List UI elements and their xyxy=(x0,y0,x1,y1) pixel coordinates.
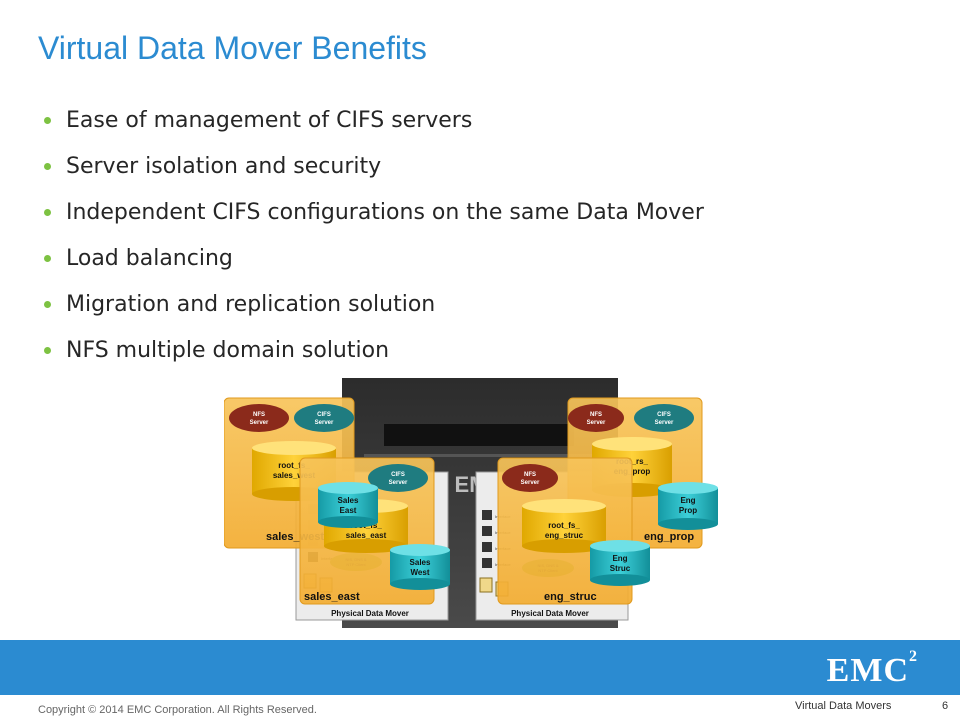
cifs-label: CIFS xyxy=(657,412,671,418)
fs-label: Struc xyxy=(610,564,631,573)
bullet-dot-icon xyxy=(44,163,51,170)
cifs-label: Server xyxy=(655,420,674,426)
bullet-list: Ease of management of CIFS servers Serve… xyxy=(44,104,704,380)
bullet-text: Migration and replication solution xyxy=(66,292,436,317)
physical-dm-label: Physical Data Mover xyxy=(511,609,589,618)
root-fs-label: root_fs_ xyxy=(278,461,310,470)
fs-label: Sales xyxy=(338,496,359,505)
bullet-text: Ease of management of CIFS servers xyxy=(66,108,473,133)
bullet-item: Load balancing xyxy=(44,242,704,288)
cifs-server-oval: CIFS Server xyxy=(294,404,354,432)
bullet-item: Migration and replication solution xyxy=(44,288,704,334)
root-fs-label: root_fs_ xyxy=(548,521,580,530)
cifs-label: CIFS xyxy=(391,472,405,478)
fs-label: Eng xyxy=(680,496,695,505)
fs-label: Prop xyxy=(679,506,697,515)
bullet-item: Independent CIFS configurations on the s… xyxy=(44,196,704,242)
bullet-text: NFS multiple domain solution xyxy=(66,338,390,363)
root-fs-cylinder: root_fs_eng_struc xyxy=(522,499,606,553)
logo-text: EMC xyxy=(826,652,909,689)
bullet-dot-icon xyxy=(44,255,51,262)
cifs-label: Server xyxy=(315,420,334,426)
bullet-text: Independent CIFS configurations on the s… xyxy=(66,200,704,225)
root-fs-label: sales_east xyxy=(346,531,387,540)
nfs-server-oval: NFS Server xyxy=(229,404,289,432)
nfs-label: NFS xyxy=(590,412,602,418)
emc-logo: EMC2 xyxy=(826,648,918,690)
footer-section-label: Virtual Data Movers xyxy=(795,700,892,712)
nfs-label: NFS xyxy=(524,472,536,478)
physical-dm-label: Physical Data Mover xyxy=(331,609,409,618)
nfs-server-oval: NFS Server xyxy=(502,464,558,492)
nfs-server-oval: NFS Server xyxy=(568,404,624,432)
cifs-label: Server xyxy=(389,480,408,486)
bullet-dot-icon xyxy=(44,209,51,216)
cifs-server-oval: CIFS Server xyxy=(368,464,428,492)
vdm-diagram: EMC Physical Data Mover Interface Interf… xyxy=(224,378,718,628)
fs-label: East xyxy=(340,506,357,515)
page-number: 6 xyxy=(942,700,949,712)
logo-superscript: 2 xyxy=(909,648,918,665)
bullet-dot-icon xyxy=(44,347,51,354)
cifs-label: CIFS xyxy=(317,412,331,418)
root-fs-label: eng_struc xyxy=(545,531,584,540)
bullet-text: Server isolation and security xyxy=(66,154,382,179)
footer-bar: EMC2 xyxy=(0,640,960,695)
fs-cylinder-sales-east: Sales East xyxy=(318,482,378,528)
bullet-dot-icon xyxy=(44,301,51,308)
vdm-label: sales_east xyxy=(304,591,360,603)
bullet-item: Server isolation and security xyxy=(44,150,704,196)
cifs-server-oval: CIFS Server xyxy=(634,404,694,432)
fs-label: West xyxy=(411,568,430,577)
copyright-text: Copyright © 2014 EMC Corporation. All Ri… xyxy=(38,704,317,716)
bullet-item: NFS multiple domain solution xyxy=(44,334,704,380)
nfs-label: Server xyxy=(587,420,606,426)
slide-title: Virtual Data Mover Benefits xyxy=(38,30,427,66)
fs-label: Eng xyxy=(612,554,627,563)
nfs-label: Server xyxy=(250,420,269,426)
fs-label: Sales xyxy=(410,558,431,567)
vdm-label: eng_struc xyxy=(544,591,597,603)
root-fs-label: sales_west xyxy=(273,471,316,480)
bullet-item: Ease of management of CIFS servers xyxy=(44,104,704,150)
bullet-text: Load balancing xyxy=(66,246,233,271)
bullet-dot-icon xyxy=(44,117,51,124)
nfs-label: Server xyxy=(521,480,540,486)
nfs-label: NFS xyxy=(253,412,265,418)
vdm-label: eng_prop xyxy=(644,531,694,543)
